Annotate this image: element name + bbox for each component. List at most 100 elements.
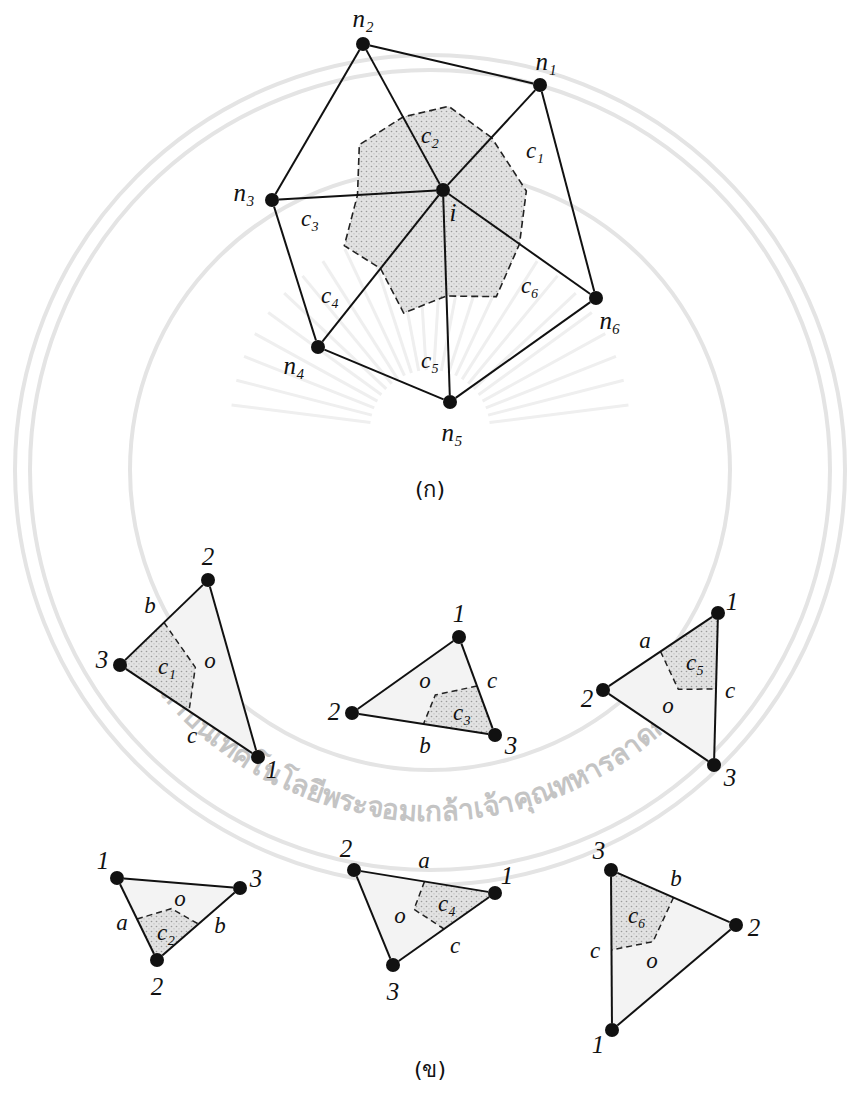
vertex-label: 2 xyxy=(151,974,164,999)
mesh-edge xyxy=(610,877,613,1023)
mesh-vertex: 2 xyxy=(345,706,359,720)
sub-control-volume xyxy=(661,613,719,689)
point-label: o xyxy=(174,887,186,910)
point-label: b xyxy=(670,867,682,890)
vertex-label: 1 xyxy=(97,848,110,873)
vertex-label: 1 xyxy=(501,863,514,888)
mesh-edge xyxy=(279,190,436,199)
mesh-vertex: 1 xyxy=(110,871,124,885)
vertex-label: 1 xyxy=(592,1032,605,1057)
mesh-edge xyxy=(448,90,536,185)
point-label: c xyxy=(590,939,600,962)
point-label: b xyxy=(419,734,431,757)
point-label: o xyxy=(662,694,674,717)
point-label: o xyxy=(646,949,658,972)
vertex-label: 2 xyxy=(581,686,594,711)
control-volume xyxy=(344,106,526,313)
sub-control-volume xyxy=(424,686,496,735)
mesh-edge xyxy=(449,194,591,294)
mesh-edge xyxy=(443,197,450,395)
point-label: o xyxy=(394,904,406,927)
triangle-ground xyxy=(611,870,736,1030)
vertex-label: 2 xyxy=(328,699,341,724)
triangle-ground xyxy=(603,613,718,765)
point-label: c xyxy=(487,669,497,692)
point-label: c₂ xyxy=(157,921,175,944)
median-dual-line xyxy=(424,686,478,724)
mesh-vertex: 1 xyxy=(605,1023,619,1037)
vertex-label: 1 xyxy=(726,589,739,614)
mesh-vertex: 3 xyxy=(386,958,400,972)
watermark-ray xyxy=(268,312,381,394)
vertex-label: n₄ xyxy=(283,353,304,378)
mesh-edge xyxy=(361,871,488,892)
point-label: a xyxy=(639,629,651,652)
mesh-vertex: 1 xyxy=(452,630,466,644)
mesh-vertex: n₆ xyxy=(589,291,603,305)
mesh-edge xyxy=(276,50,360,194)
vertex-label: 2 xyxy=(748,915,761,940)
mesh-vertex: 2 xyxy=(150,953,164,967)
mesh-vertex: 1 xyxy=(488,886,502,900)
mesh-edge xyxy=(358,641,454,709)
mesh-vertex: 3 xyxy=(707,758,721,772)
mesh-edge xyxy=(370,46,533,84)
mesh-vertex: 3 xyxy=(604,863,618,877)
mesh-vertex: 2 xyxy=(596,683,610,697)
vertex-label: 2 xyxy=(340,836,353,861)
watermark-ray xyxy=(232,405,371,423)
mesh-vertex: 2 xyxy=(347,863,361,877)
vertex-label: n₆ xyxy=(599,308,620,333)
vertex-label: 1 xyxy=(266,757,279,782)
mesh-vertex: 2 xyxy=(729,918,743,932)
median-dual-line xyxy=(661,652,717,690)
mesh-edge xyxy=(714,620,718,758)
vertex-label: n₃ xyxy=(233,180,254,205)
mesh-vertex: n₂ xyxy=(356,37,370,51)
triangle-ground xyxy=(352,637,495,735)
mesh-vertex: n₄ xyxy=(311,340,325,354)
mesh-vertex: 1 xyxy=(251,750,265,764)
vertex-label: 3 xyxy=(96,647,109,672)
point-label: c₁ xyxy=(158,655,176,678)
mesh-edge xyxy=(609,617,712,686)
point-label: c₅ xyxy=(421,349,439,372)
mesh-vertex: 3 xyxy=(488,728,502,742)
figure-caption: (ก) xyxy=(415,479,445,501)
mesh-vertex: 2 xyxy=(201,573,215,587)
sub-control-volume xyxy=(611,870,674,950)
point-label: c₂ xyxy=(421,124,439,147)
figure-caption: (ข) xyxy=(414,1059,446,1081)
point-label: c xyxy=(725,679,735,702)
mesh-edge xyxy=(210,587,256,751)
vertex-label: 2 xyxy=(202,544,215,569)
point-label: c₅ xyxy=(686,651,704,674)
watermark-ray xyxy=(236,380,372,415)
point-label: c xyxy=(187,724,197,747)
vertex-label: 3 xyxy=(250,866,263,891)
triangle-ground xyxy=(117,878,240,960)
mesh-vertex: n₅ xyxy=(443,395,457,409)
vertex-label: n₁ xyxy=(535,49,556,74)
triangle-ground xyxy=(120,580,258,757)
watermark-path xyxy=(75,470,785,825)
sub-control-volume xyxy=(120,623,195,712)
mesh-vertex: n₃ xyxy=(265,193,279,207)
mesh-vertex: i xyxy=(436,183,450,197)
mesh-edge xyxy=(617,930,730,1026)
point-label: a xyxy=(116,911,128,934)
vertex-label: 3 xyxy=(593,838,606,863)
vertex-label: 3 xyxy=(387,979,400,1004)
mesh-vertex: 1 xyxy=(711,606,725,620)
vertex-label: 1 xyxy=(453,601,466,626)
mesh-vertex: n₁ xyxy=(533,78,547,92)
point-label: o xyxy=(204,649,216,672)
point-label: c₆ xyxy=(628,904,646,927)
point-label: c₃ xyxy=(453,701,471,724)
point-label: c xyxy=(450,934,460,957)
triangle-ground xyxy=(354,870,495,965)
sub-control-volume xyxy=(137,909,199,960)
point-label: a xyxy=(418,849,430,872)
vertex-label: 3 xyxy=(505,733,518,758)
